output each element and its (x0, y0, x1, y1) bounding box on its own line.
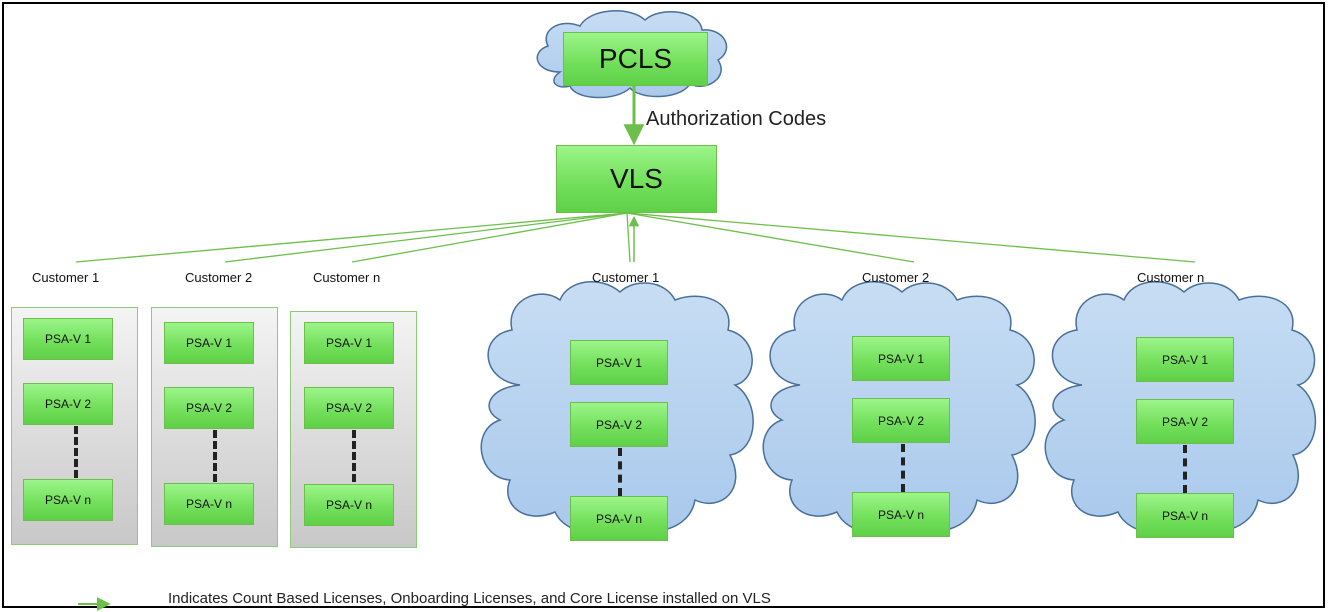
psa-node: PSA-V 1 (23, 318, 113, 360)
line-to-customer-n-cloud (626, 212, 1196, 263)
psa-node: PSA-V n (304, 484, 394, 526)
psa-node-label: PSA-V 1 (595, 355, 643, 370)
psa-node-label: PSA-V 1 (1161, 352, 1209, 367)
psa-node-label: PSA-V n (325, 498, 373, 512)
psa-node: PSA-V n (1136, 493, 1234, 538)
customer-label: Customer 2 (862, 270, 930, 285)
ellipsis-connector (1183, 445, 1187, 493)
psa-node-label: PSA-V 1 (44, 332, 92, 346)
customer-label: Customer 2 (185, 270, 253, 285)
customer-label: Customer 1 (592, 270, 660, 285)
psa-node: PSA-V n (570, 496, 668, 541)
psa-node: PSA-V 1 (164, 322, 254, 364)
psa-node: PSA-V n (852, 492, 950, 537)
ellipsis-connector (618, 448, 622, 496)
psa-node: PSA-V 2 (570, 402, 668, 447)
line-to-customer-1-cloud (626, 212, 631, 263)
line-to-customer-2-onprem (224, 212, 628, 263)
psa-node: PSA-V 2 (164, 387, 254, 429)
legend-text: Indicates Count Based Licenses, Onboardi… (168, 590, 771, 607)
vls-connection-lines (75, 212, 1196, 263)
psa-node: PSA-V 1 (852, 336, 950, 381)
authorization-codes-label: Authorization Codes (646, 108, 827, 130)
ellipsis-connector (901, 444, 905, 492)
psa-node: PSA-V 1 (304, 322, 394, 364)
vls-box: VLS (556, 145, 717, 213)
line-to-customer-2-cloud (626, 212, 915, 263)
customer-label: Customer n (313, 270, 381, 285)
customer-label: Customer 1 (32, 270, 100, 285)
psa-node-label: PSA-V 2 (44, 397, 92, 411)
customer-label: Customer n (1137, 270, 1205, 285)
psa-node: PSA-V 2 (1136, 399, 1234, 444)
psa-node: PSA-V n (23, 479, 113, 521)
ellipsis-connector (74, 426, 78, 478)
psa-node-label: PSA-V n (44, 493, 92, 507)
ellipsis-connector (352, 430, 356, 482)
ellipsis-connector (213, 430, 217, 482)
psa-node: PSA-V 2 (304, 387, 394, 429)
psa-node-label: PSA-V 1 (185, 336, 233, 350)
psa-node-label: PSA-V n (877, 507, 925, 522)
psa-node: PSA-V 2 (23, 383, 113, 425)
psa-node: PSA-V n (164, 483, 254, 525)
psa-node-label: PSA-V 2 (877, 413, 925, 428)
psa-node: PSA-V 1 (1136, 337, 1234, 382)
psa-node-label: PSA-V n (595, 511, 643, 526)
psa-node-label: PSA-V 2 (595, 417, 643, 432)
pcls-box: PCLS (563, 32, 708, 86)
pcls-label: PCLS (598, 43, 673, 74)
line-to-customer-n-onprem (351, 212, 628, 263)
psa-node: PSA-V 1 (570, 340, 668, 385)
psa-node: PSA-V 2 (852, 398, 950, 443)
psa-node-label: PSA-V n (1161, 508, 1209, 523)
psa-node-label: PSA-V 1 (877, 351, 925, 366)
vls-label: VLS (610, 163, 663, 194)
psa-node-label: PSA-V 2 (325, 401, 373, 415)
psa-node-label: PSA-V 2 (185, 401, 233, 415)
psa-node-label: PSA-V n (185, 497, 233, 511)
psa-node-label: PSA-V 1 (325, 336, 373, 350)
line-to-customer-1-onprem (75, 212, 628, 263)
psa-node-label: PSA-V 2 (1161, 414, 1209, 429)
